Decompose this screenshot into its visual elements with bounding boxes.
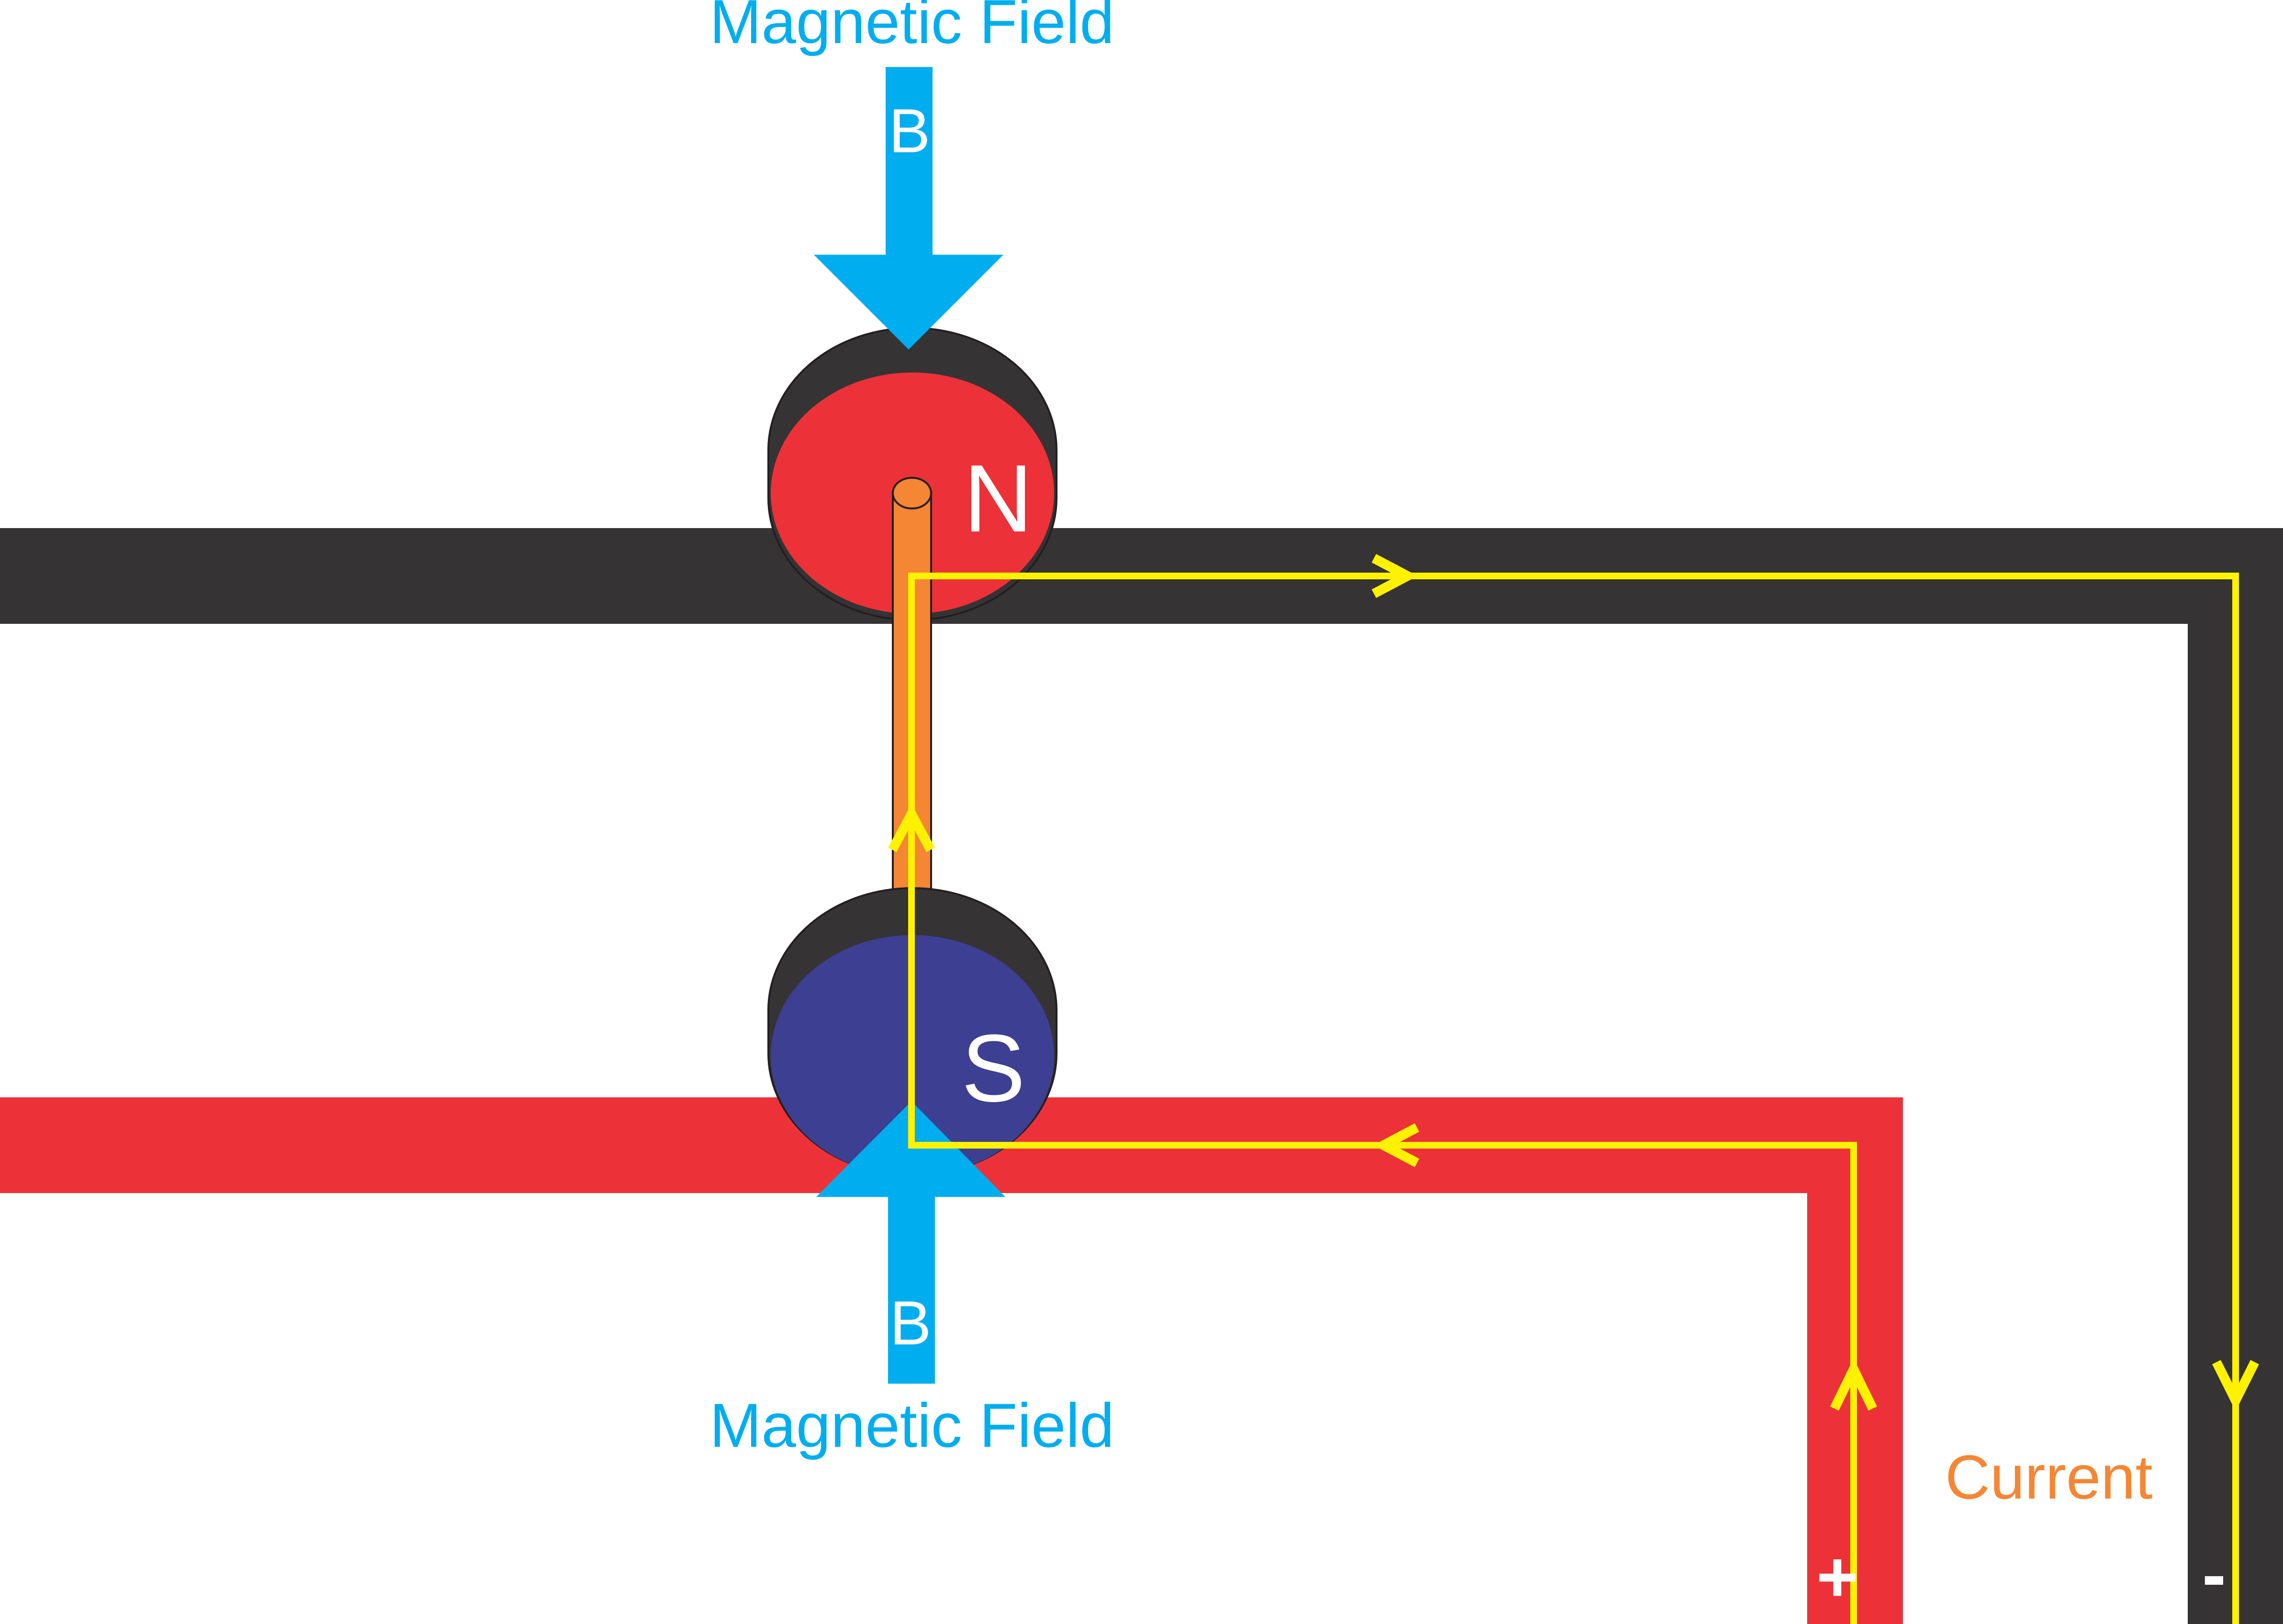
axle-top <box>892 477 932 509</box>
current-chevron-down-minus <box>2212 1360 2259 1411</box>
current-path <box>888 554 2259 1624</box>
negative-terminal-label: - <box>2202 1534 2226 1614</box>
field-label-top: Magnetic Field <box>709 0 1114 56</box>
south-pole-label: S <box>961 1015 1025 1122</box>
field-arrow-bottom-head <box>816 1101 1005 1197</box>
field-label-bottom: Magnetic Field <box>709 1390 1114 1460</box>
field-arrow-top-shaft <box>886 67 933 256</box>
b-label-top: B <box>889 96 931 166</box>
field-arrow-bottom <box>816 1101 1005 1384</box>
current-path-line <box>908 573 2239 1624</box>
positive-terminal-label: + <box>1816 1536 1858 1617</box>
current-label: Current <box>1945 1442 2152 1512</box>
field-arrow-bottom-shaft <box>888 1196 935 1384</box>
current-chevron-up-axle <box>888 803 935 852</box>
current-chevron-up-plus <box>1830 1358 1877 1411</box>
field-arrow-top <box>814 67 1003 350</box>
north-pole-label: N <box>964 445 1033 552</box>
current-chevron-left-bottom <box>1373 1123 1419 1167</box>
negative-rail <box>0 528 2283 1624</box>
b-label-bottom: B <box>890 1288 932 1358</box>
field-arrow-top-head <box>814 255 1003 350</box>
current-chevron-right-top <box>1372 554 1418 598</box>
